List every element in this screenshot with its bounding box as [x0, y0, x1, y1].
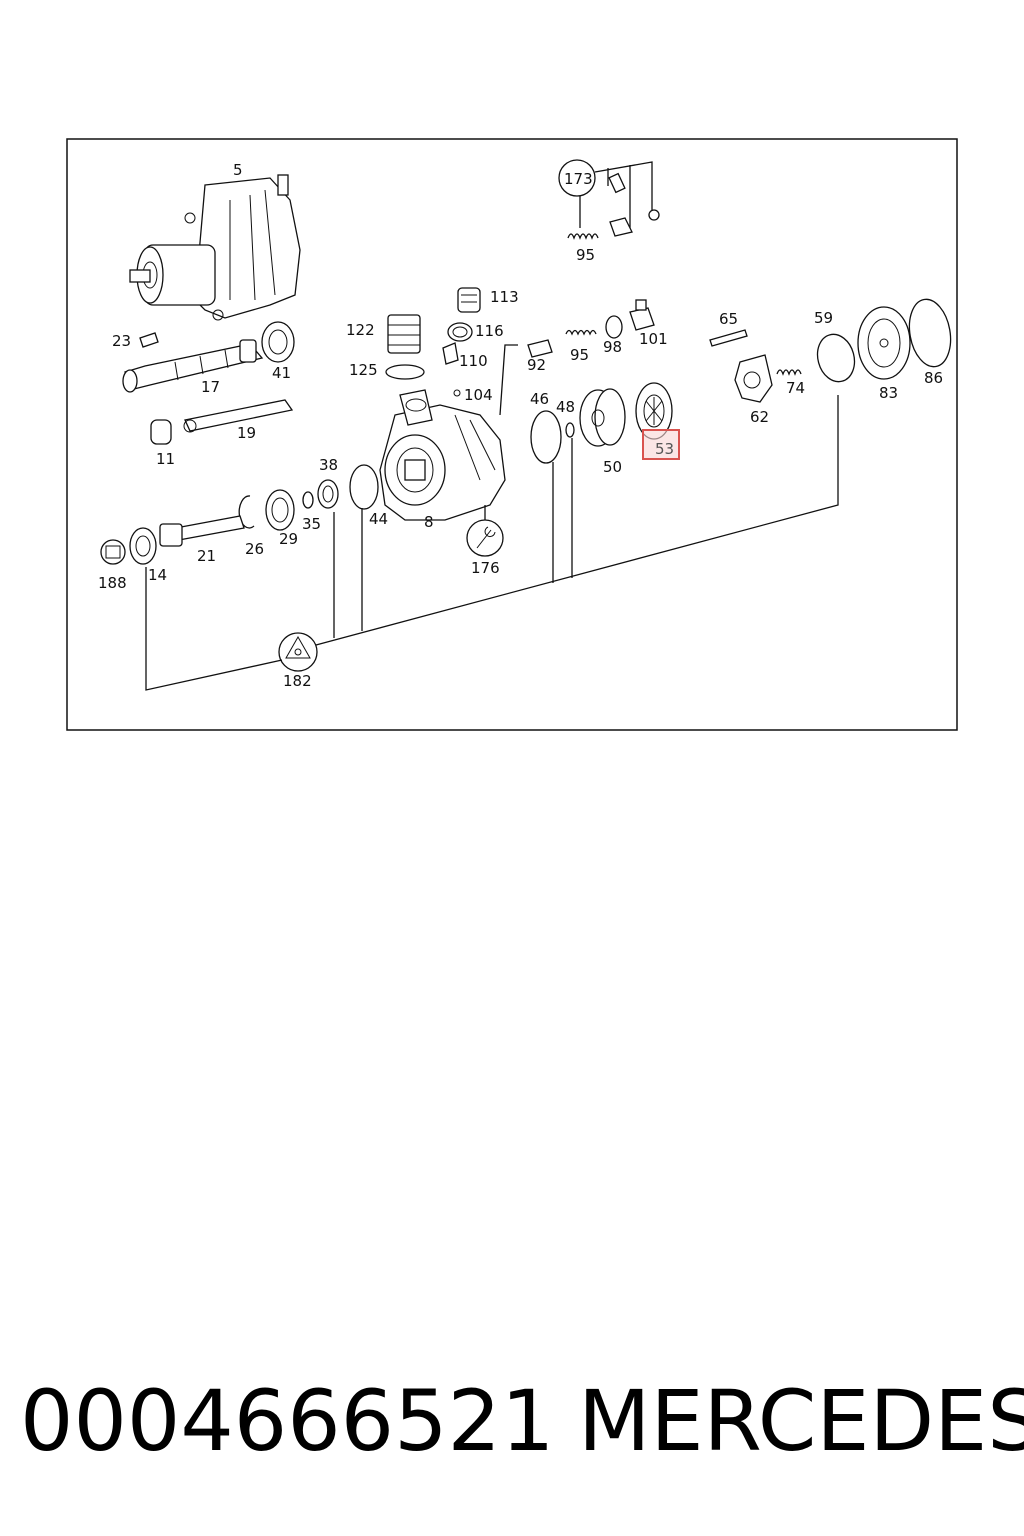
label-26: 26 [245, 540, 264, 558]
label-125: 125 [349, 361, 378, 379]
parts-tools [278, 519, 504, 672]
label-44: 44 [369, 510, 388, 528]
label-50: 50 [603, 458, 622, 476]
label-14: 14 [148, 566, 167, 584]
label-104: 104 [464, 386, 493, 404]
parts-center-rings [530, 382, 673, 464]
label-83: 83 [879, 384, 898, 402]
parts-left-shafts [122, 321, 295, 445]
label-92: 92 [527, 356, 546, 374]
label-95-mid: 95 [570, 346, 589, 364]
label-173: 173 [564, 170, 593, 188]
part-173-group [558, 159, 660, 240]
label-98: 98 [603, 338, 622, 356]
label-21: 21 [197, 547, 216, 565]
label-86: 86 [924, 369, 943, 387]
label-17: 17 [201, 378, 220, 396]
parts-right [709, 298, 952, 403]
label-182: 182 [283, 672, 312, 690]
label-188: 188 [98, 574, 127, 592]
label-38: 38 [319, 456, 338, 474]
footer-caption: 0004666521 MERCEDES [0, 1366, 1024, 1476]
label-29: 29 [279, 530, 298, 548]
label-35: 35 [302, 515, 321, 533]
label-5: 5 [233, 161, 243, 179]
parts-lower-left [100, 464, 379, 565]
label-23: 23 [112, 332, 131, 350]
parts-upper-center [385, 287, 481, 397]
label-59: 59 [814, 309, 833, 327]
label-116: 116 [475, 322, 504, 340]
brand-name: MERCEDES [578, 1372, 1024, 1470]
part-5-housing [129, 174, 301, 321]
label-176: 176 [471, 559, 500, 577]
highlight-box-53[interactable] [642, 429, 680, 460]
label-65: 65 [719, 310, 738, 328]
label-41: 41 [272, 364, 291, 382]
leader-lines [145, 395, 839, 691]
label-48: 48 [556, 398, 575, 416]
label-62: 62 [750, 408, 769, 426]
label-122: 122 [346, 321, 375, 339]
parts-right-upper [527, 299, 655, 358]
label-74: 74 [786, 379, 805, 397]
label-113: 113 [490, 288, 519, 306]
label-46: 46 [530, 390, 549, 408]
exploded-parts-diagram: 5 173 95 113 122 116 110 125 104 23 17 4… [66, 138, 958, 731]
diagram-frame [66, 138, 958, 731]
label-53[interactable]: 53 [655, 440, 674, 458]
label-110: 110 [459, 352, 488, 370]
label-11: 11 [156, 450, 175, 468]
label-19: 19 [237, 424, 256, 442]
label-95-top: 95 [576, 246, 595, 264]
part-8-pump-body [379, 344, 518, 524]
label-8: 8 [424, 513, 434, 531]
label-101: 101 [639, 330, 668, 348]
part-number: 0004666521 [20, 1372, 555, 1470]
